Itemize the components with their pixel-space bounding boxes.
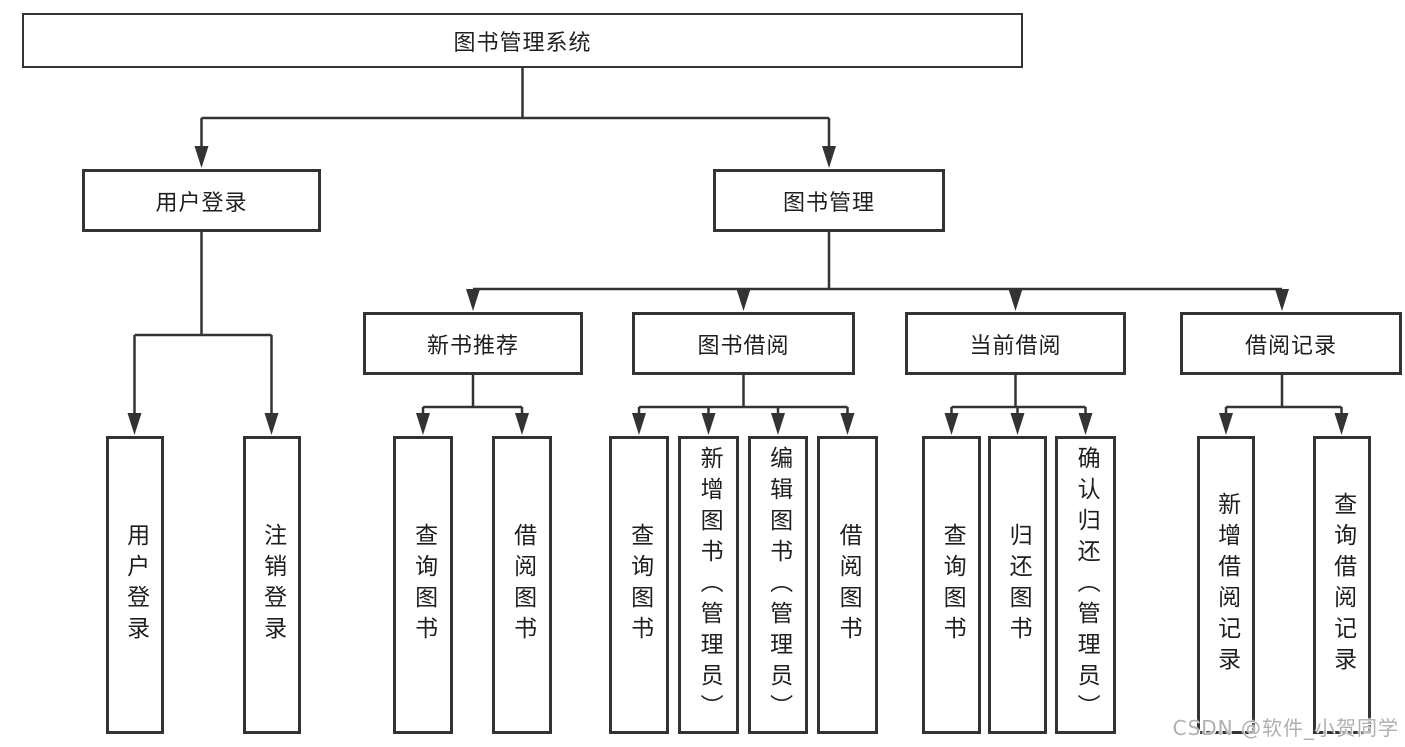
node-book-borrowing: 图书借阅	[632, 312, 855, 375]
node-label: 用户登录	[155, 190, 248, 216]
node-label: 查询图书	[626, 523, 653, 647]
node-label: 图书管理	[782, 190, 875, 216]
node-label: 编辑图书（管理员）	[765, 445, 792, 725]
node-label: 借阅图书	[835, 523, 862, 647]
node-label: 用户登录	[122, 523, 149, 647]
leaf-return-books: 归还图书	[988, 436, 1047, 734]
csdn-watermark: CSDN @软件_小贺同学	[1172, 716, 1399, 740]
node-label: 查询图书	[410, 523, 437, 647]
node-current-borrowing: 当前借阅	[905, 312, 1126, 375]
leaf-borrow-books-recommend: 借阅图书	[492, 436, 552, 734]
node-label: 新书推荐	[426, 333, 519, 359]
leaf-add-borrow-record: 新增借阅记录	[1197, 436, 1255, 734]
node-label: 新增借阅记录	[1213, 492, 1240, 678]
node-label: 查询借阅记录	[1329, 492, 1356, 678]
node-label: 查询图书	[939, 523, 966, 647]
node-label: 图书借阅	[697, 333, 790, 359]
leaf-edit-books-admin: 编辑图书（管理员）	[748, 436, 808, 734]
leaf-query-books-current: 查询图书	[922, 436, 981, 734]
node-label: 图书管理系统	[453, 30, 592, 56]
leaf-query-books-borrowing: 查询图书	[609, 436, 669, 734]
node-label: 当前借阅	[969, 333, 1062, 359]
node-borrowing-records: 借阅记录	[1180, 312, 1402, 375]
leaf-add-books-admin: 新增图书（管理员）	[678, 436, 739, 734]
node-label: 注销登录	[259, 523, 286, 647]
arrowheads	[127, 146, 1349, 435]
node-label: 归还图书	[1005, 523, 1032, 647]
leaf-query-borrow-record: 查询借阅记录	[1313, 436, 1371, 734]
node-label: 借阅记录	[1244, 333, 1337, 359]
leaf-borrow-books: 借阅图书	[817, 436, 878, 734]
node-label: 新增图书（管理员）	[696, 445, 723, 725]
leaf-logout: 注销登录	[243, 436, 301, 734]
node-user-login: 用户登录	[82, 169, 321, 232]
node-book-management: 图书管理	[713, 169, 945, 232]
leaf-confirm-return-admin: 确认归还（管理员）	[1055, 436, 1116, 734]
node-label: 确认归还（管理员）	[1073, 445, 1100, 725]
node-new-book-recommendation: 新书推荐	[363, 312, 583, 375]
node-label: 借阅图书	[509, 523, 536, 647]
leaf-query-books-recommend: 查询图书	[393, 436, 453, 734]
leaf-user-login: 用户登录	[106, 436, 164, 734]
node-book-management-system: 图书管理系统	[22, 13, 1023, 68]
